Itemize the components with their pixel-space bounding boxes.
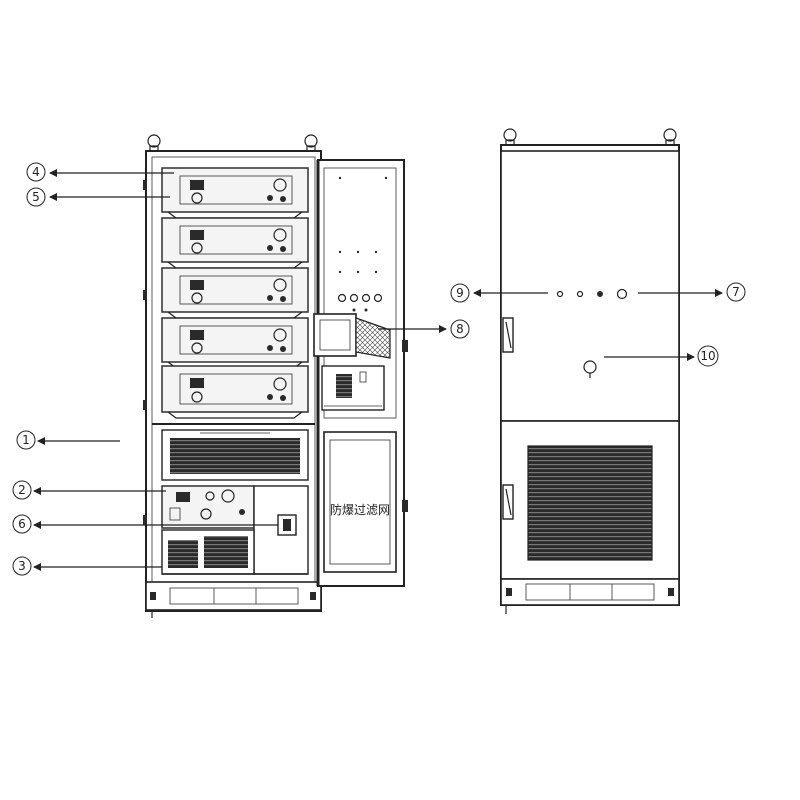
rear-cabinet-base <box>500 578 680 614</box>
callout-1-label: 1 <box>22 433 30 447</box>
callout-7: 7 <box>638 282 746 302</box>
rear-lifting-eye-left <box>503 128 517 147</box>
filter-door: 防爆过滤网 <box>323 431 397 573</box>
emergency-stop-button <box>616 288 628 300</box>
battery-module-1 <box>161 167 309 219</box>
callout-8: 8 <box>378 319 470 339</box>
rear-upper-handle <box>502 317 514 353</box>
front-cabinet <box>143 134 322 618</box>
indicator-light-2 <box>576 290 584 298</box>
breaker-panel <box>253 485 309 575</box>
callout-10: 10 <box>604 345 719 367</box>
filter-door-label: 防爆过滤网 <box>330 502 390 517</box>
callout-9: 9 <box>450 283 548 303</box>
fan-grille-block <box>161 429 309 481</box>
callout-4: 4 <box>26 162 174 182</box>
control-module <box>161 485 255 529</box>
callout-10-label: 10 <box>700 349 715 363</box>
lifting-eye-left <box>147 134 161 153</box>
callout-6-label: 6 <box>18 517 26 531</box>
battery-module-5 <box>161 365 309 419</box>
rear-lower-handle <box>502 484 514 520</box>
rear-upper-door <box>500 150 680 422</box>
callout-2: 2 <box>12 480 166 500</box>
door-device-box <box>321 365 385 411</box>
front-cabinet-base <box>145 581 322 618</box>
left-hinges <box>143 180 147 525</box>
callout-3-label: 3 <box>18 559 26 573</box>
battery-module-2 <box>161 217 309 269</box>
air-conditioner-unit <box>313 313 391 359</box>
battery-module-3 <box>161 267 309 319</box>
door-cable-glands <box>337 293 383 312</box>
lifting-eye-right <box>304 134 318 153</box>
callout-8-label: 8 <box>456 322 464 336</box>
lower-equipment <box>161 529 308 575</box>
callout-6: 6 <box>12 514 278 534</box>
callout-7-label: 7 <box>732 285 740 299</box>
callout-1: 1 <box>16 430 120 450</box>
indicator-lights <box>556 288 628 300</box>
callout-2-label: 2 <box>18 483 26 497</box>
battery-module-4 <box>161 317 309 369</box>
callout-4-label: 4 <box>32 165 40 179</box>
indicator-light-3 <box>597 291 603 297</box>
callout-5: 5 <box>26 187 170 207</box>
callout-5-label: 5 <box>32 190 40 204</box>
callout-9-label: 9 <box>456 286 464 300</box>
rear-cabinet <box>500 128 680 614</box>
indicator-light-1 <box>556 290 564 298</box>
rear-louvre-grille <box>527 445 653 561</box>
rear-lifting-eye-right <box>663 128 677 147</box>
callout-3: 3 <box>12 556 162 576</box>
open-door: 防爆过滤网 <box>313 159 408 587</box>
door-lock <box>583 360 597 378</box>
door-fasteners <box>338 176 388 274</box>
